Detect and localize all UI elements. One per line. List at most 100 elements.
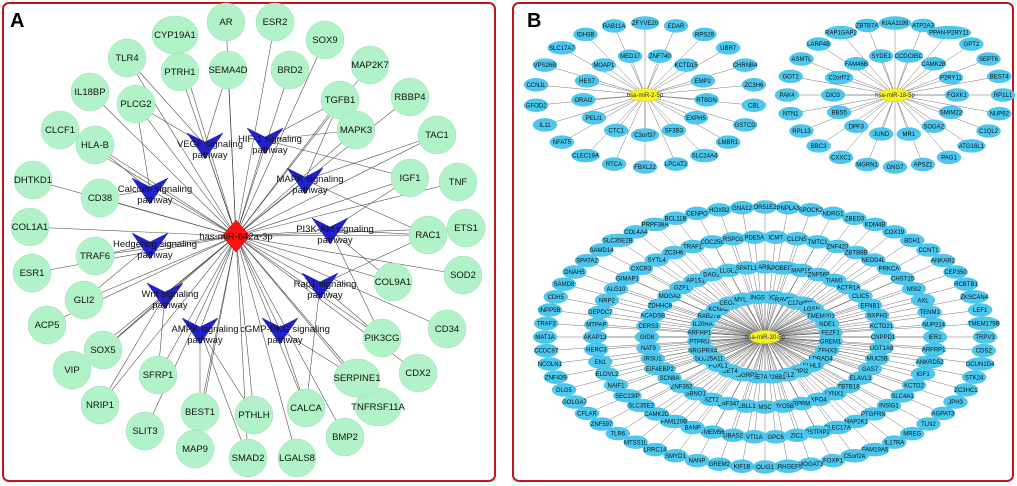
net2-gene-label-rap1gap2-22: RAP1GAP2 [825, 31, 857, 37]
edge-hub-pik3cg [235, 235, 383, 339]
gene-node-col9a1 [373, 262, 413, 302]
net3-gene-label-tenm1-70: TENM1 [919, 310, 940, 316]
net3-gene-node-tmem179b-14 [967, 316, 1000, 331]
edge-hub-pathway-0 [204, 144, 237, 237]
net2-edge-17 [790, 94, 896, 114]
gene-node-tlr4 [107, 38, 147, 78]
net3-gene-label-tmem56-87: TMEM56 [700, 430, 725, 436]
net3-edge-70 [764, 311, 930, 338]
gene-label-sox5: SOX5 [90, 345, 115, 356]
net2-gene-label-sept6-4: SEPT6 [979, 57, 999, 63]
net2-gene-label-best4-5: BEST4 [990, 74, 1010, 80]
net3-gene-node-dcun1d4-17 [965, 357, 995, 371]
net1-gene-label-hes7-32: HES7 [579, 79, 595, 85]
gene-label-tac1: TAC1 [425, 130, 449, 141]
gene-label-map2k7: MAP2K7 [351, 60, 389, 71]
net3-edge-93 [615, 336, 766, 386]
net3-gene-label-tiam1-114: TIAM1 [826, 278, 844, 284]
edge-hub-igf1 [235, 177, 411, 237]
edge-hub-pathway-9 [199, 235, 237, 331]
net3-gene-label-kctd21-119: KCTD21 [870, 324, 894, 330]
gene-node-ets1 [446, 208, 486, 248]
net3-gene-label-gas7-123: GAS7 [862, 367, 879, 373]
net3-edge-60 [764, 237, 776, 338]
net1-gene-node-idh3b-20 [573, 27, 598, 42]
net3-gene-node-lrrc14-35 [642, 442, 668, 457]
net3-gene-node-chst15-67 [890, 271, 915, 285]
edge-hub-pathway-3 [149, 189, 237, 237]
net3-gene-node-dnah5-50 [562, 265, 587, 279]
net3-edge-79 [764, 336, 874, 415]
net3-gene-label-golga7-40: GOLGA7 [562, 400, 587, 406]
net3-gene-label-znf423-63: ZNF423 [827, 245, 849, 251]
net1-gene-node-slc24a4-9 [690, 148, 719, 163]
net1-gene-node-emp2-24 [690, 74, 716, 88]
net3-gene-label-zbtb8b-64: ZBTB8B [845, 251, 868, 257]
gene-label-tnf: TNF [449, 177, 468, 188]
net3-gene-node-golga7-40 [562, 395, 587, 409]
net3-gene-label-zc3h6-105: ZC3H6 [664, 251, 684, 257]
net1-gene-node-znf740-22 [647, 49, 673, 63]
net3-gene-node-mtss1l-36 [623, 435, 648, 449]
gene-label-bmp2: BMP2 [332, 432, 358, 443]
gene-node-pthlh [234, 395, 274, 435]
net3-edge-100 [606, 299, 766, 338]
net3-gene-label-xpo4-127: XPO4 [811, 397, 828, 403]
net3-gene-label-spatl1-149: SPATL1 [736, 266, 758, 272]
net3-gene-node-rcbtb1-11 [953, 277, 979, 291]
edge-pathway-gene-0 [126, 57, 206, 146]
net3-gene-label-spata2-51: SPATA2 [576, 259, 598, 265]
gene-label-acp5: ACP5 [35, 320, 60, 331]
pathway-node-cgmp-pkg-signaling-pathway [261, 317, 299, 345]
net3-gene-label-arfrp1-171: ARFRP1 [688, 331, 712, 337]
edge-hub-traf6 [94, 235, 237, 257]
net1-gene-node-orai2-31 [571, 93, 596, 107]
net2-gene-node-ntn1-17 [778, 106, 803, 121]
net3-gene-node-cxcr3-103 [628, 261, 654, 276]
net1-gene-label-c3orf37-28: C3orf37 [634, 133, 656, 139]
net2-gene-label-foxk1-27: FOXK1 [947, 93, 967, 99]
net1-gene-node-zfyve20-0 [630, 16, 660, 30]
net3-gene-node-gna12-59 [729, 201, 755, 215]
panel-b-frame [512, 2, 1014, 482]
edge-hub-sema4d [227, 69, 237, 237]
net3-gene-label-szt2-133: SZT2 [704, 397, 719, 403]
net3-gene-node-cds2-16 [971, 343, 996, 358]
net3-gene-node-igf1-75 [910, 367, 936, 381]
net2-gene-node-rpl13-16 [789, 124, 814, 138]
net3-gene-label-traf3-46: TRAF3 [537, 321, 557, 327]
net3-edge-105 [673, 252, 766, 338]
net3-gene-node-ndrg1-3 [820, 206, 846, 221]
net1-gene-label-clec19a-13: CLEC19A [572, 154, 599, 160]
hub-mirna-label: has-miR-642a-3p [199, 232, 272, 243]
edge-pathway-gene-20 [305, 284, 321, 409]
net3-gene-node-cep350-10 [943, 265, 968, 279]
net3-edge-81 [764, 336, 838, 428]
edge-hub-sfrp1 [157, 235, 237, 376]
gene-node-mapk3 [336, 110, 376, 150]
net2-gene-node-jund-31 [869, 127, 894, 141]
gene-node-sod2 [443, 255, 483, 295]
net3-gene-label-mat1a-45: MAT1A [535, 335, 555, 341]
net3-gene-label-ubas2-86: UBAS2 [723, 433, 743, 439]
gene-label-brd2: BRD2 [277, 65, 302, 76]
net2-gene-node-got2-19 [778, 69, 803, 84]
gene-node-vip [52, 350, 92, 390]
gene-node-bmp2 [325, 417, 365, 457]
net2-gene-node-c2orf72-35 [824, 70, 854, 85]
net3-gene-label-c5orf24-26: C5orf24 [844, 454, 866, 460]
net2-gene-label-apsz1-11: APSZ1 [913, 163, 933, 169]
net1-gene-label-peli1-30: PELI1 [586, 116, 603, 122]
gene-label-mapk3: MAPK3 [340, 125, 372, 136]
net3-gene-label-c17orf98-152: C17orf98 [788, 301, 813, 307]
net2-gene-label-pag1-10: PAG1 [941, 155, 957, 161]
net3-gene-label-gpc6-84: GPC6 [768, 435, 785, 441]
net1-gene-node-c3orf37-28 [630, 128, 660, 142]
net1-gene-node-zc3h6-5 [741, 78, 767, 92]
gene-node-tnf [438, 162, 478, 202]
net3-edge-106 [692, 246, 766, 338]
pathway-node-calcium-signaling-pathway [131, 177, 169, 205]
gene-node-cd34 [427, 309, 467, 349]
net3-gene-node-samd14-52 [589, 243, 614, 257]
net3-edge-80 [764, 336, 857, 422]
